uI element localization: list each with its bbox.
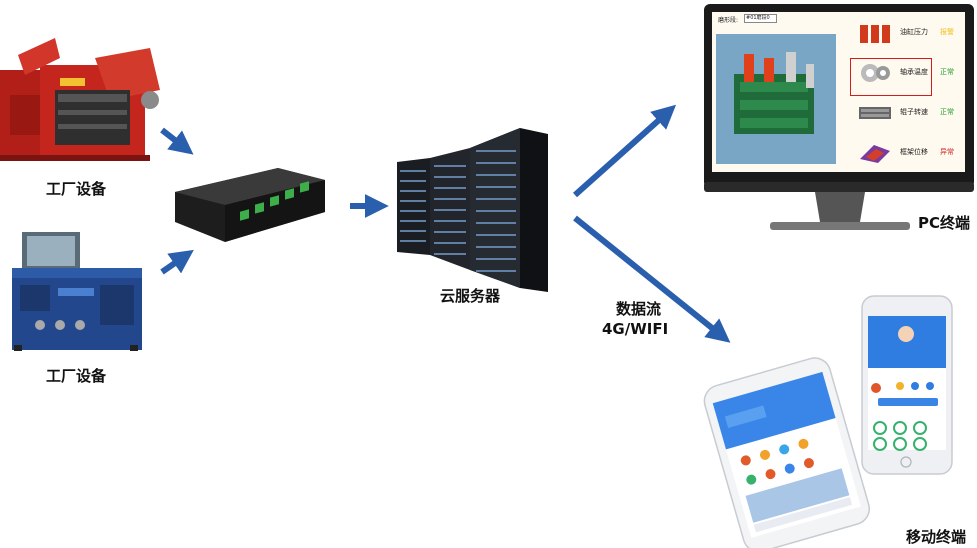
status-row-cylinder-pressure[interactable]: 油缸压力 报警: [854, 16, 962, 50]
factory-equipment-label-1: 工厂设备: [46, 180, 107, 198]
arrow-cloud-to-pc: [573, 104, 677, 198]
status-badge: 正常: [940, 68, 954, 76]
row-label: 框架位移: [900, 148, 928, 156]
row-label: 辊子转速: [900, 108, 928, 116]
status-row-roller-speed[interactable]: 辊子转速 正常: [854, 96, 962, 130]
segment-selector[interactable]: #01磨段0: [744, 14, 777, 23]
arrow-equipment1-to-gateway: [160, 127, 194, 155]
cloud-server-label: 云服务器: [440, 287, 501, 305]
mobile-terminal-label: 移动终端: [906, 528, 967, 546]
row-label: 油缸压力: [900, 28, 928, 36]
segment-selector-label: 磨形段:: [718, 17, 739, 24]
equipment-3d-model-image: [716, 34, 836, 164]
selected-row-highlight: [850, 58, 932, 96]
bearing-thumb: [861, 64, 890, 82]
frame-thumb: [860, 145, 890, 163]
status-badge: 报警: [940, 28, 954, 36]
hydraulic-cylinder-thumb: [860, 25, 890, 43]
pc-dashboard-screen: 磨形段: #01磨段0 油缸压力 报警 轴承温度 正常: [712, 12, 965, 172]
status-badge: 正常: [940, 108, 954, 116]
pc-terminal-label: PC终端: [918, 214, 971, 232]
factory-equipment-label-2: 工厂设备: [46, 367, 107, 385]
status-row-bearing-temperature[interactable]: 轴承温度 正常: [854, 56, 962, 90]
network-type-label: 4G/WIFI: [602, 320, 669, 338]
status-row-frame-displacement[interactable]: 框架位移 异常: [854, 136, 962, 170]
row-label: 轴承温度: [900, 68, 928, 76]
status-badge: 异常: [940, 148, 954, 156]
arrow-cloud-to-mobile: [573, 215, 731, 343]
data-flow-label: 数据流: [616, 300, 662, 318]
roller-thumb: [859, 107, 891, 119]
arrow-equipment2-to-gateway: [160, 249, 194, 275]
